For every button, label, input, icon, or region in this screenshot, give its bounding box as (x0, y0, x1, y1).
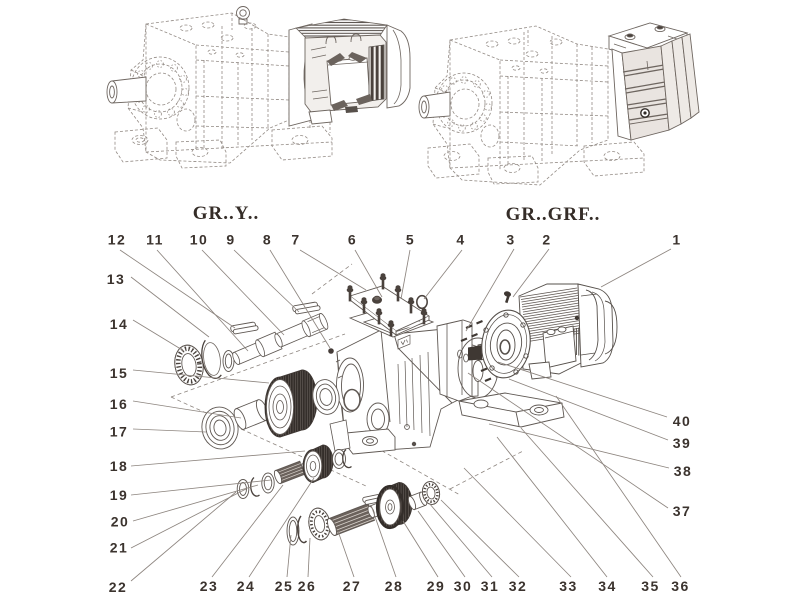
svg-text:10: 10 (190, 232, 209, 248)
svg-text:28: 28 (385, 578, 404, 594)
svg-text:12: 12 (108, 232, 127, 248)
svg-text:GR..Y..: GR..Y.. (193, 203, 259, 224)
svg-text:9: 9 (226, 232, 235, 248)
svg-text:4: 4 (456, 232, 465, 248)
svg-text:11: 11 (146, 232, 164, 248)
svg-text:1: 1 (672, 232, 681, 248)
svg-text:25: 25 (275, 578, 294, 594)
svg-text:8: 8 (263, 232, 272, 248)
svg-text:14: 14 (110, 316, 129, 332)
svg-text:19: 19 (110, 487, 129, 503)
svg-text:31: 31 (481, 578, 500, 594)
svg-text:40: 40 (673, 413, 692, 429)
svg-text:21: 21 (110, 540, 129, 556)
svg-text:20: 20 (111, 514, 130, 530)
svg-text:13: 13 (107, 271, 126, 287)
svg-text:16: 16 (110, 396, 129, 412)
svg-text:23: 23 (200, 578, 219, 594)
svg-text:7: 7 (291, 232, 300, 248)
svg-text:37: 37 (673, 503, 692, 519)
svg-text:26: 26 (298, 578, 317, 594)
svg-text:18: 18 (110, 458, 129, 474)
svg-text:2: 2 (542, 232, 551, 248)
svg-text:22: 22 (109, 579, 128, 595)
svg-text:GR..GRF..: GR..GRF.. (506, 204, 601, 225)
svg-text:38: 38 (674, 463, 693, 479)
svg-text:17: 17 (110, 424, 129, 440)
svg-text:36: 36 (671, 578, 690, 594)
svg-text:33: 33 (559, 578, 578, 594)
svg-text:5: 5 (406, 232, 415, 248)
svg-text:3: 3 (506, 232, 515, 248)
svg-text:32: 32 (509, 578, 528, 594)
svg-text:27: 27 (343, 578, 362, 594)
svg-text:34: 34 (598, 578, 617, 594)
svg-text:6: 6 (348, 232, 357, 248)
svg-text:35: 35 (641, 578, 660, 594)
svg-text:39: 39 (673, 435, 692, 451)
svg-text:24: 24 (237, 578, 256, 594)
svg-text:29: 29 (427, 578, 446, 594)
svg-text:30: 30 (454, 578, 473, 594)
svg-text:15: 15 (110, 365, 129, 381)
